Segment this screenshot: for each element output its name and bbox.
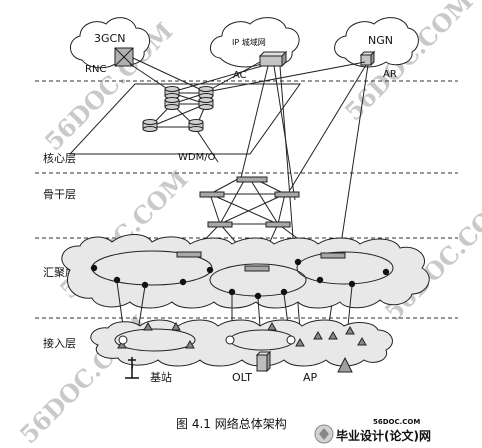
site-logo-small-text: 56DOC.COM [373, 418, 420, 426]
wdm-label: WDM/O [178, 152, 216, 163]
base-station-icon [125, 357, 139, 379]
core-router-6 [188, 119, 204, 132]
layer-label-access: 接入层 [43, 337, 76, 350]
ac-device [258, 50, 288, 68]
core-router-4 [198, 97, 214, 110]
cloud-ip-label: IP 城域网 [232, 37, 266, 47]
ap-label: AP [303, 371, 318, 384]
core-router-2 [198, 86, 214, 99]
layer-label-core: 核心层 [43, 151, 76, 165]
figure-caption: 图 4.1 网络总体架构 [176, 416, 287, 431]
site-logo: 56DOC.COM 毕业设计(论文)网 [314, 418, 431, 444]
aggregation-dots [90, 258, 390, 300]
access-points [117, 321, 367, 349]
cloud-3gcn-label: 3GCN [94, 32, 125, 45]
rnc-device [114, 47, 134, 67]
ap-device [337, 356, 353, 373]
site-logo-brand-text: 毕业设计(论文)网 [336, 428, 431, 443]
backbone-node-right [274, 191, 300, 198]
layer-label-backbone: 骨干层 [43, 188, 76, 201]
site-logo-badge [314, 424, 334, 444]
cloud-ngn-label: NGN [368, 34, 393, 47]
ac-label: AC [233, 70, 247, 81]
core-routers [142, 86, 214, 132]
core-router-3 [164, 97, 180, 110]
olt-label: OLT [232, 371, 252, 384]
cloud-ngn [334, 17, 419, 68]
backbone-node-bottom-left [207, 221, 233, 228]
backbone-nodes [199, 176, 300, 228]
layer-separators [35, 80, 458, 319]
ar-label: AR [383, 69, 397, 80]
core-router-5 [142, 119, 158, 132]
backbone-node-top [236, 176, 268, 183]
base-station-label: 基站 [150, 370, 172, 384]
core-platform [68, 83, 301, 155]
olt-device [255, 350, 272, 373]
backbone-node-left [199, 191, 225, 198]
access-cloud [90, 319, 393, 367]
aggregation-ring-right [296, 251, 394, 285]
backbone-node-bottom-right [265, 221, 291, 228]
aggregation-nodes [176, 251, 346, 272]
rnc-label: RNC [85, 64, 106, 75]
access-ring-left [114, 328, 196, 352]
access-ring-nodes [118, 335, 296, 345]
core-router-1 [164, 86, 180, 99]
ar-device [359, 50, 376, 67]
